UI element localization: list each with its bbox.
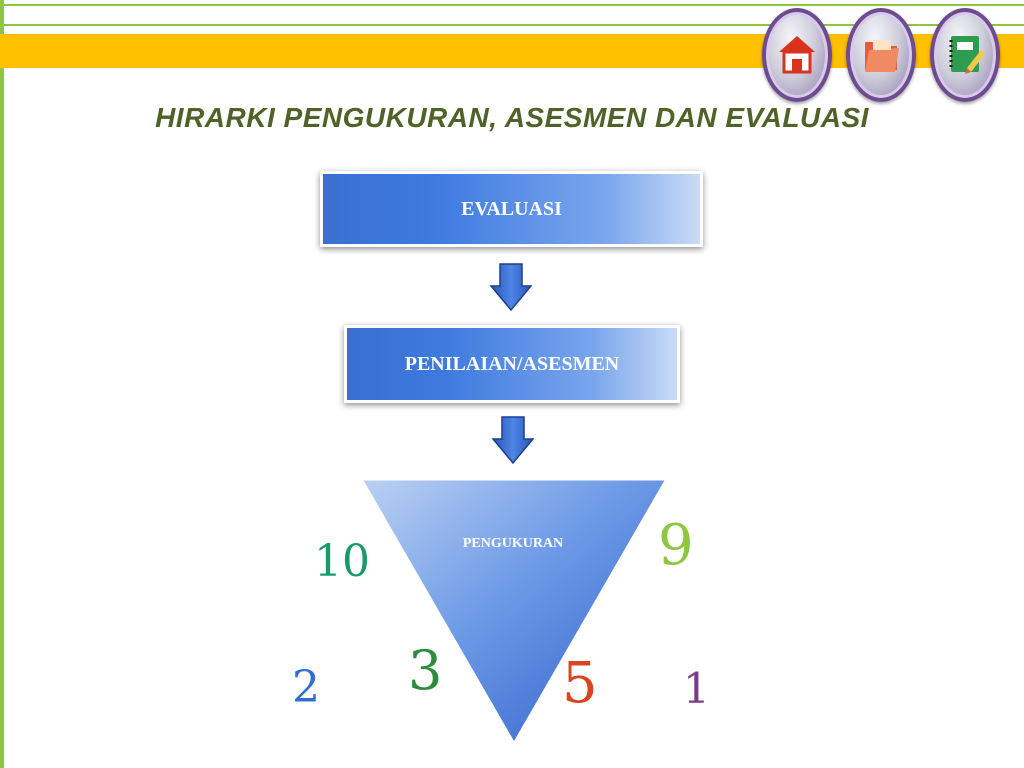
level-pengukuran-label: PENGUKURAN xyxy=(462,536,564,551)
left-accent-rule xyxy=(0,0,4,768)
top-accent-rule xyxy=(0,4,1024,6)
number-label: 2 xyxy=(292,662,320,713)
number-label: 1 xyxy=(683,664,710,713)
level-evaluasi-box: EVALUASI xyxy=(320,171,703,247)
folder-button[interactable] xyxy=(846,8,916,102)
home-button[interactable] xyxy=(762,8,832,102)
top-accent-rule-lower xyxy=(0,24,1024,26)
level-evaluasi-label: EVALUASI xyxy=(461,197,562,220)
pengukuran-triangle xyxy=(358,477,670,747)
level-asesmen-label: PENILAIAN/ASESMEN xyxy=(404,352,620,375)
down-arrow-icon xyxy=(491,416,535,465)
page-title: HIRARKI PENGUKURAN, ASESMEN DAN EVALUASI xyxy=(155,102,869,133)
folder-icon xyxy=(865,40,899,72)
number-label: 10 xyxy=(314,536,370,587)
number-label: 5 xyxy=(562,651,598,716)
number-label: 9 xyxy=(658,513,694,578)
notebook-icon xyxy=(949,36,985,74)
notebook-button[interactable] xyxy=(930,8,1000,102)
down-arrow-icon xyxy=(489,263,533,312)
level-asesmen-box: PENILAIAN/ASESMEN xyxy=(344,325,680,403)
home-icon xyxy=(779,36,815,74)
number-label: 3 xyxy=(408,639,443,702)
